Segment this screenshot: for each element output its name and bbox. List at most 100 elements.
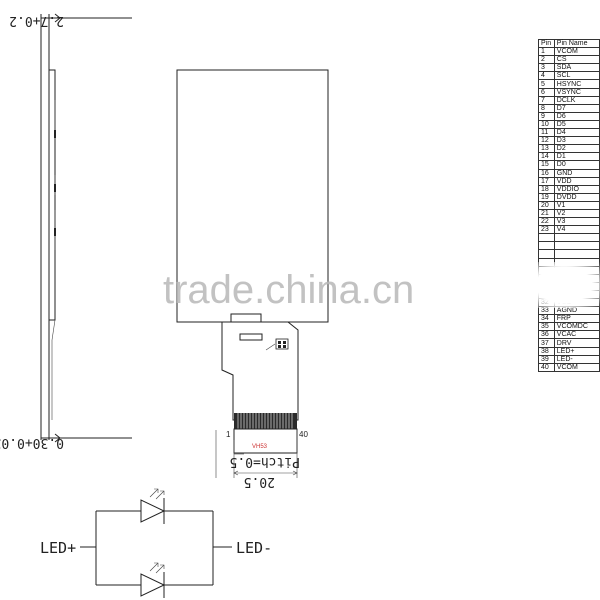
pin-name-cell: DRV bbox=[553, 338, 600, 348]
pin-number-cell: 13 bbox=[538, 144, 555, 154]
pin-name-cell: VCOMDC bbox=[553, 322, 600, 332]
display-front-view bbox=[176, 69, 329, 478]
pin-number-cell: 8 bbox=[538, 103, 555, 113]
pin-number-cell: 5 bbox=[538, 79, 555, 89]
led-circuit bbox=[80, 488, 232, 598]
pin-name-cell: D6 bbox=[553, 111, 600, 121]
pin-name-cell: V1 bbox=[553, 200, 600, 210]
table-row bbox=[538, 241, 600, 251]
pin-number-cell: 2 bbox=[538, 55, 555, 65]
pin-number-cell: 36 bbox=[538, 330, 555, 340]
pin-name-cell: CS bbox=[553, 55, 600, 65]
pin-name-cell: LED- bbox=[553, 354, 600, 364]
pin-name-cell bbox=[553, 241, 600, 251]
pin-number-cell: 11 bbox=[538, 128, 555, 138]
pin-table-header-row: Pin Pin Name bbox=[538, 38, 600, 49]
pin-name-cell bbox=[553, 233, 600, 243]
pin-number-cell: 7 bbox=[538, 95, 555, 105]
pin-number-cell: 22 bbox=[538, 217, 555, 227]
pin-number-cell: 9 bbox=[538, 111, 555, 121]
fpc-width-dimension: 20.5 bbox=[244, 474, 275, 489]
fpc-thickness-dimension: 0.30+0.03 bbox=[0, 435, 64, 450]
pin-name-cell: D1 bbox=[553, 152, 600, 162]
pin-name-cell: VDD bbox=[553, 176, 600, 186]
led-cathode-label: LED- bbox=[236, 539, 272, 557]
pin-number-cell: 40 bbox=[538, 362, 555, 372]
pin-name-cell: D0 bbox=[553, 160, 600, 170]
pin-number-cell: 21 bbox=[538, 208, 555, 219]
table-row bbox=[538, 233, 600, 243]
pin-last-label: 40 bbox=[299, 430, 308, 439]
pin-number-cell: 6 bbox=[538, 87, 555, 97]
pin-name-cell: VCOM bbox=[553, 362, 600, 372]
pin-name-cell: HSYNC bbox=[553, 79, 600, 89]
pin-number-cell: 3 bbox=[538, 63, 555, 73]
thickness-dimension: 2.7+0.2 bbox=[9, 13, 64, 28]
pin-number-cell: 1 bbox=[538, 47, 555, 57]
led-bottom-icon bbox=[140, 573, 166, 597]
pin-name-cell: LED+ bbox=[553, 346, 600, 356]
pin-name-cell: VDDIO bbox=[553, 184, 600, 194]
pin-number-cell: 14 bbox=[538, 152, 555, 162]
pin-name-cell: V4 bbox=[553, 225, 600, 235]
pin-name-cell: FRP bbox=[553, 314, 600, 324]
pin-name-cell: D3 bbox=[553, 136, 600, 146]
pin-name-cell: D5 bbox=[553, 119, 600, 130]
pin-number-cell: 38 bbox=[538, 346, 555, 356]
pin-number-cell: 23 bbox=[538, 225, 555, 235]
side-view bbox=[40, 13, 132, 443]
pin-number-cell bbox=[538, 249, 555, 259]
pin-first-label: 1 bbox=[226, 430, 231, 439]
pin-number-cell: 18 bbox=[538, 184, 555, 194]
pin-number-cell: 34 bbox=[538, 314, 555, 324]
pin-name-cell: SDA bbox=[553, 63, 600, 73]
pin-number-cell: 19 bbox=[538, 192, 555, 202]
pin-number-cell: 35 bbox=[538, 322, 555, 332]
led-anode-label: LED+ bbox=[40, 539, 76, 557]
pin-number-cell: 4 bbox=[538, 71, 555, 81]
pin-name-cell: DCLK bbox=[553, 95, 600, 105]
pin-number-cell: 16 bbox=[538, 168, 555, 178]
pin-name-cell: V2 bbox=[553, 208, 600, 219]
pin-number-cell: 17 bbox=[538, 176, 555, 186]
pitch-dimension: Pitch=0.5 bbox=[230, 454, 300, 469]
pin-name-cell: D7 bbox=[553, 103, 600, 113]
fpc-marking: VH53 bbox=[252, 444, 268, 450]
pin-name-cell: GND bbox=[553, 168, 600, 178]
pin-name-cell: D4 bbox=[553, 128, 600, 138]
pin-name-cell: VSYNC bbox=[553, 87, 600, 97]
pin-number-cell: 39 bbox=[538, 354, 555, 364]
pin-name-column-header: Pin Name bbox=[553, 38, 600, 49]
pin-number-cell bbox=[538, 233, 555, 243]
table-row bbox=[538, 249, 600, 259]
pin-name-cell: DVDD bbox=[553, 192, 600, 202]
pin-number-cell: 37 bbox=[538, 338, 555, 348]
pin-number-cell: 15 bbox=[538, 160, 555, 170]
